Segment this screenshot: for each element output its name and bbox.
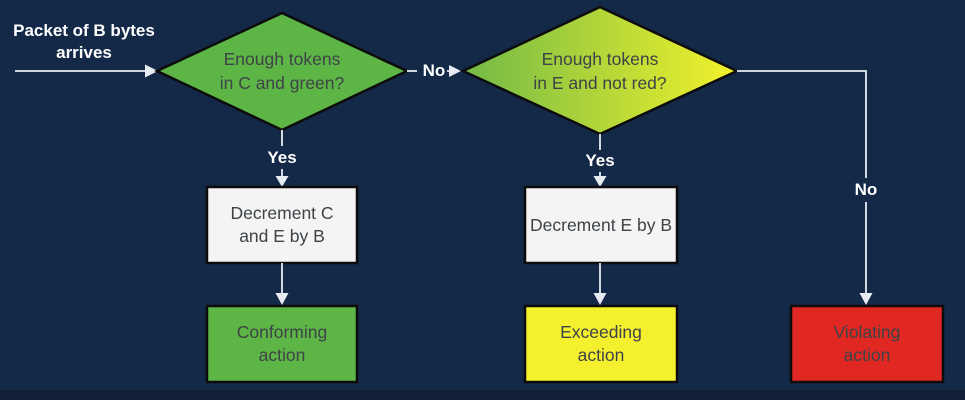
- decision-c-green-label: Enough tokens in C and green?: [219, 49, 345, 93]
- start-arrow: [15, 64, 158, 78]
- no-connector-1: [407, 65, 461, 77]
- action-exceeding-label: Exceeding action: [560, 322, 642, 365]
- start-label: Packet of B bytes arrives: [13, 21, 155, 62]
- branch-yes-1-label: Yes: [267, 148, 297, 167]
- decision-e-not-red-label: Enough tokens in E and not red?: [533, 49, 667, 93]
- branch-yes-2-label: Yes: [585, 151, 615, 170]
- action-box-conforming: [205, 304, 359, 384]
- connector-to-conforming: [275, 263, 289, 305]
- process-box-decrement-c-e: [205, 185, 359, 265]
- action-box-exceeding: [523, 304, 679, 384]
- branch-no-1-label: No: [422, 61, 446, 80]
- bottom-edge-strip: [0, 390, 965, 400]
- yes-connector-1: [275, 130, 289, 187]
- action-conforming-label: Conforming action: [236, 322, 328, 365]
- branch-no-2-label: No: [854, 180, 878, 199]
- action-box-violating: [789, 304, 945, 384]
- process-decrement-e-label: Decrement E by B: [530, 214, 672, 235]
- process-decrement-c-e-label: Decrement C and E by B: [230, 203, 334, 246]
- process-box-decrement-e: [523, 185, 679, 265]
- connector-to-exceeding: [593, 263, 607, 305]
- no-connector-2: [737, 70, 873, 305]
- yes-connector-2: [593, 134, 607, 187]
- action-violating-label: Violating action: [833, 322, 901, 365]
